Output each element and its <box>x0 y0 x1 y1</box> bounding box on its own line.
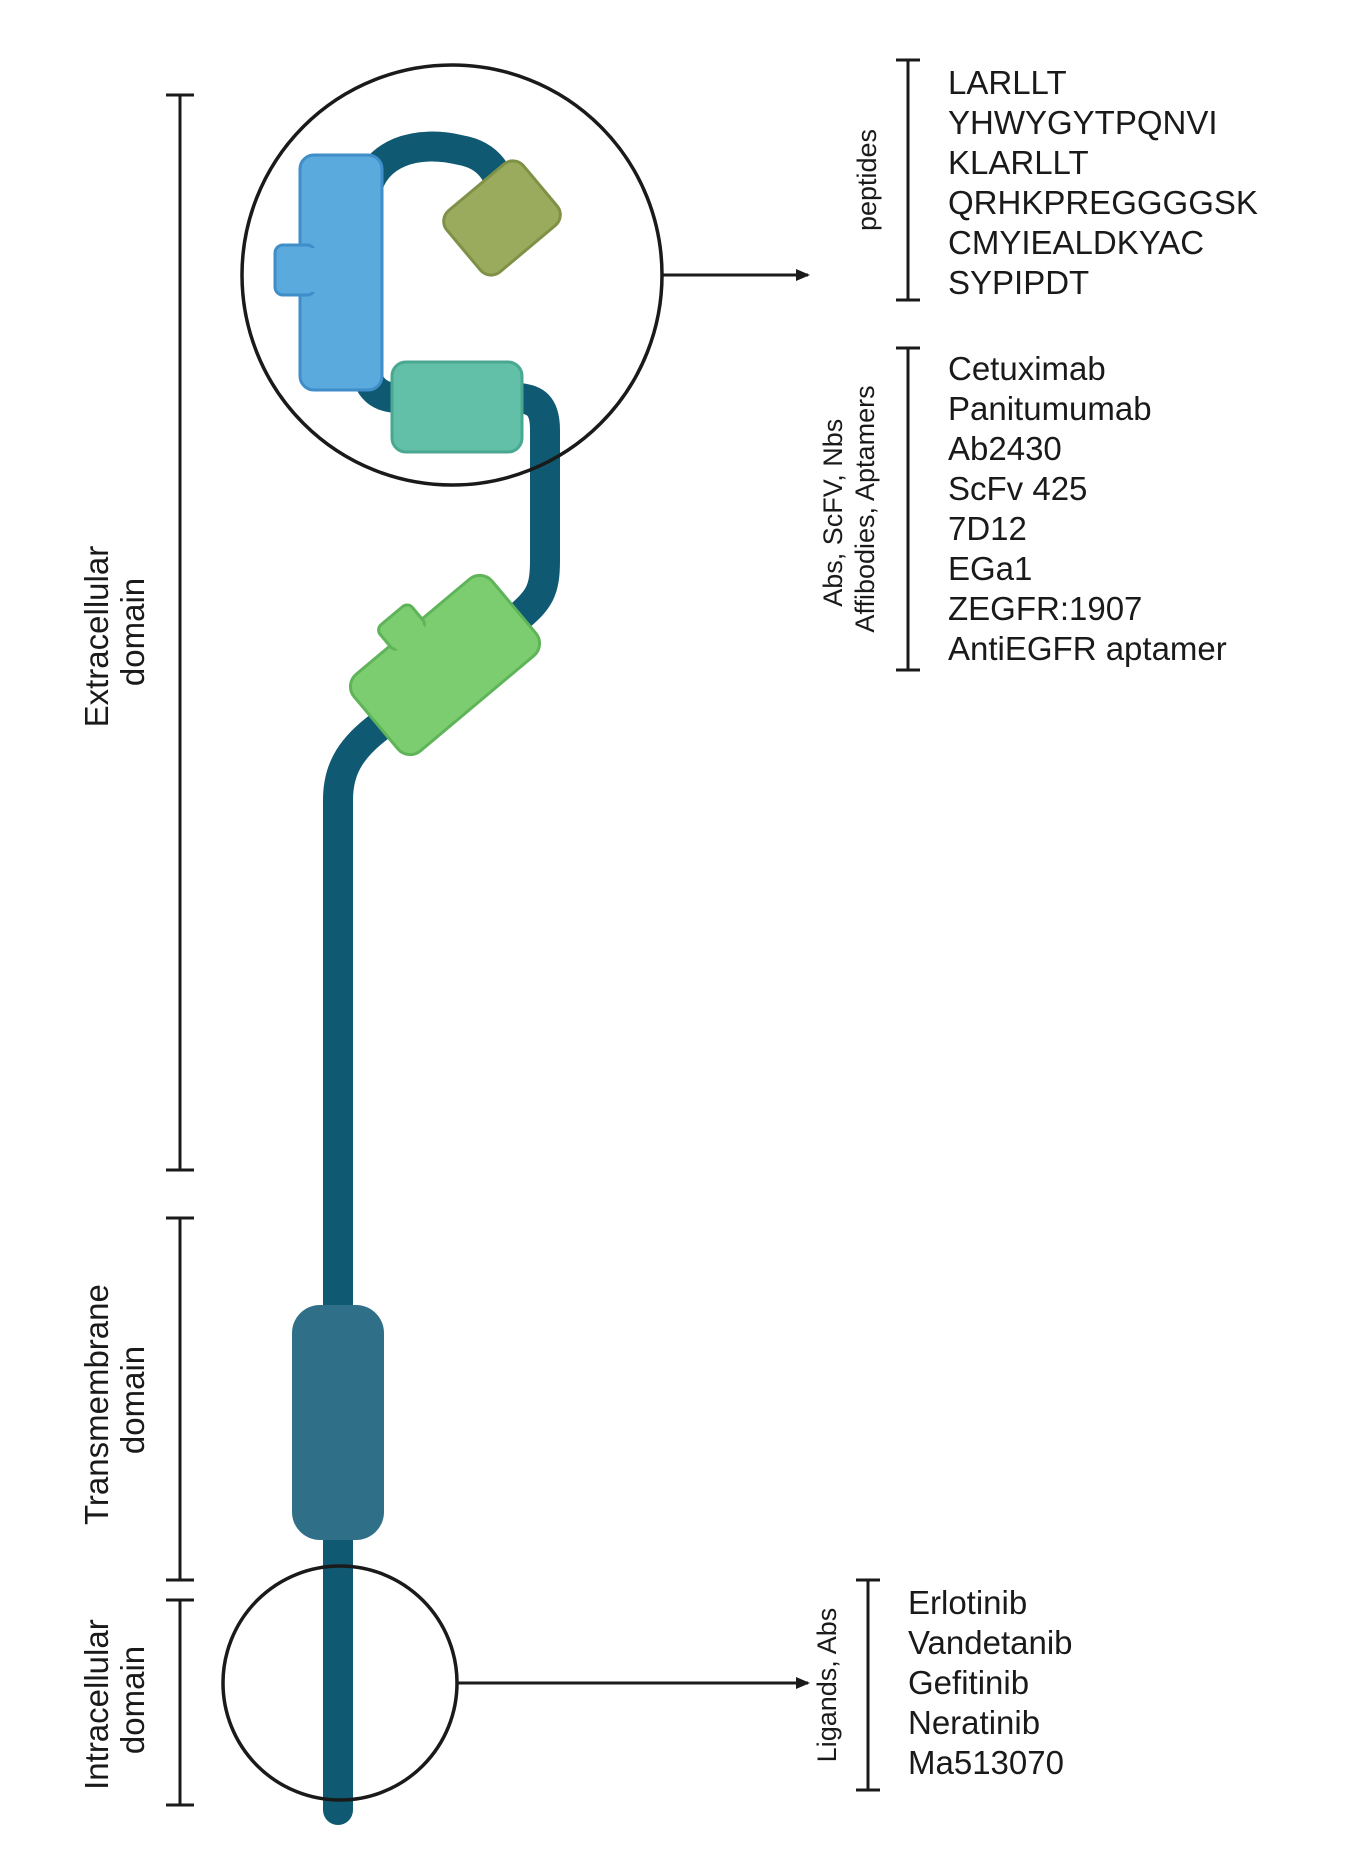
list-item: KLARLLT <box>948 144 1089 181</box>
list-item: Panitumumab <box>948 390 1152 427</box>
list-item: ScFv 425 <box>948 470 1087 507</box>
list-item: CMYIEALDKYAC <box>948 224 1204 261</box>
extracellular-bracket <box>166 93 194 1172</box>
list-item: Ab2430 <box>948 430 1062 467</box>
list-item: EGa1 <box>948 550 1032 587</box>
transmembrane-bracket <box>166 1216 194 1582</box>
intracellular-domain-label: Intracellular domain <box>78 1610 151 1790</box>
domain-blue-shape <box>273 153 384 392</box>
peptides-bracket <box>896 58 920 302</box>
intracellular-bracket <box>166 1598 194 1807</box>
abs-group-label: Abs, ScFV, Nbs Affibodies, Aptamers <box>818 385 880 632</box>
domain-olive-shape <box>442 159 562 277</box>
list-item: Vandetanib <box>908 1624 1073 1661</box>
domain-teal-shape <box>390 360 524 454</box>
list-item: LARLLT <box>948 64 1067 101</box>
peptides-label: peptides <box>852 129 882 231</box>
transmembrane-block <box>292 1305 384 1540</box>
list-item: YHWYGYTPQNVI <box>948 104 1218 141</box>
abs-bracket <box>896 346 920 672</box>
list-item: QRHKPREGGGGSK <box>948 184 1258 221</box>
list-item: Ma513070 <box>908 1744 1064 1781</box>
ligands-label: Ligands, Abs <box>812 1608 842 1763</box>
domain-green-shape <box>348 573 542 757</box>
extracellular-domain-label: Extracellular domain <box>78 537 151 728</box>
list-item: Gefitinib <box>908 1664 1029 1701</box>
list-item: SYPIPDT <box>948 264 1089 301</box>
list-item: Cetuximab <box>948 350 1106 387</box>
list-item: Neratinib <box>908 1704 1040 1741</box>
list-item: AntiEGFR aptamer <box>948 630 1227 667</box>
list-item: 7D12 <box>948 510 1027 547</box>
list-item: ZEGFR:1907 <box>948 590 1142 627</box>
list-item: Erlotinib <box>908 1584 1027 1621</box>
ligands-bracket <box>856 1578 880 1792</box>
transmembrane-domain-label: Transmembrane domain <box>78 1275 151 1525</box>
